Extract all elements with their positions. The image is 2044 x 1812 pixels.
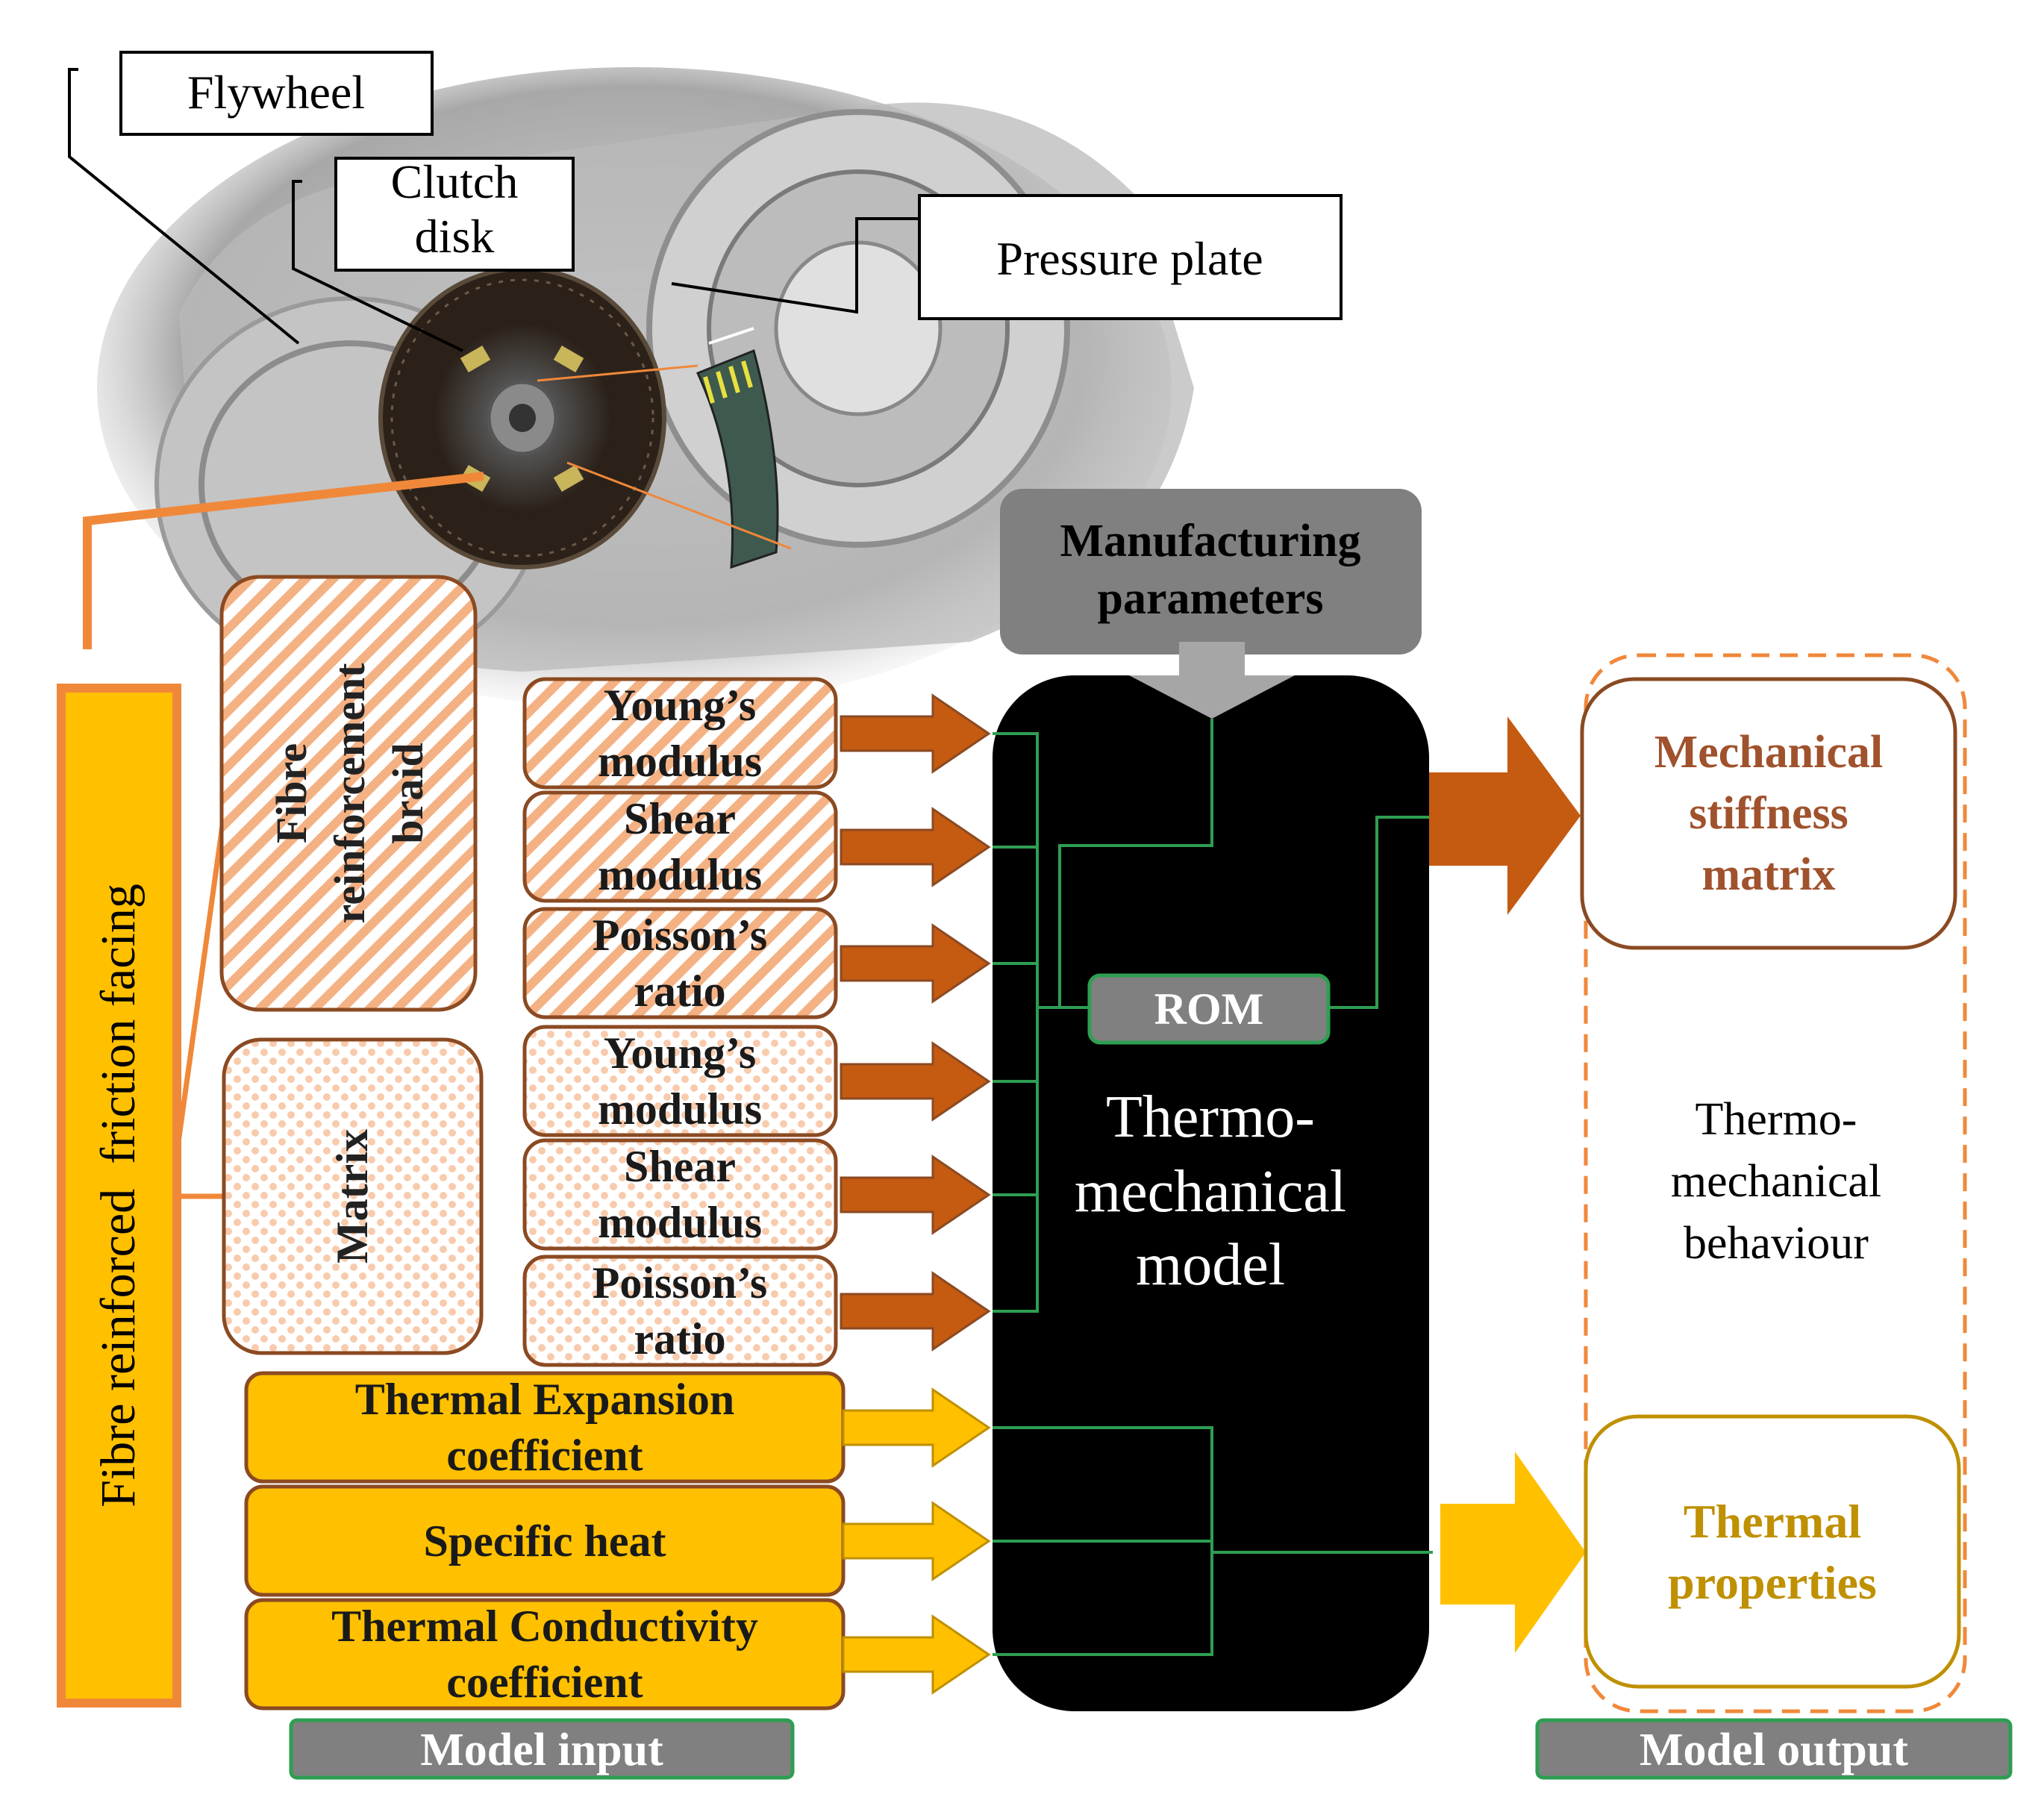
- model-title-line-1: Thermo-: [1106, 1084, 1315, 1150]
- thermal-conductivity-box: Thermal Conductivity coefficient: [244, 1598, 846, 1711]
- arrow-thermal-expansion: [842, 1387, 991, 1468]
- thermo-mechanical-model: Thermo- mechanical model: [993, 642, 1429, 1711]
- arrow-fibre-shear: [840, 807, 991, 887]
- thermal-properties-box: Thermal properties: [1584, 1414, 1961, 1689]
- model-input-label: Model input: [420, 1725, 663, 1775]
- fibre-youngs-modulus-box: Young’s modulus: [522, 677, 838, 790]
- model-output-label: Model output: [1640, 1725, 1908, 1775]
- behaviour-line-1: Thermo-: [1695, 1094, 1857, 1145]
- matrix-youngs-line-2: modulus: [598, 1084, 762, 1134]
- fibre-label-1: Fibre: [267, 743, 316, 843]
- thermal-expansion-line-2: coefficient: [446, 1431, 643, 1480]
- thermal-conductivity-line-1: Thermal Conductivity: [331, 1602, 758, 1651]
- behaviour-line-3: behaviour: [1684, 1218, 1869, 1269]
- model-input-label-box: Model input: [289, 1718, 795, 1780]
- clutch-disk-callout: Clutch disk: [292, 155, 575, 352]
- model-output-label-box: Model output: [1535, 1718, 2013, 1780]
- matrix-box: Matrix: [222, 1037, 484, 1355]
- connector-lines: [993, 719, 1433, 1656]
- model-title-line-2: mechanical: [1075, 1159, 1346, 1225]
- matrix-shear-line-2: modulus: [598, 1198, 762, 1247]
- manufacturing-line-2: parameters: [1098, 573, 1324, 624]
- flywheel-callout: Flywheel: [68, 51, 434, 345]
- matrix-youngs-line-1: Young’s: [604, 1028, 757, 1078]
- fibre-youngs-line-2: modulus: [598, 737, 762, 786]
- fibre-shear-modulus-box: Shear modulus: [522, 790, 838, 903]
- pressure-plate-label: Pressure plate: [996, 232, 1263, 285]
- thermal-conductivity-line-2: coefficient: [446, 1658, 643, 1707]
- arrow-matrix-poisson: [840, 1271, 991, 1352]
- arrow-matrix-youngs: [840, 1041, 991, 1122]
- thermal-output-arrow: [1440, 1452, 1586, 1653]
- pressure-plate-callout: Pressure plate: [671, 194, 1343, 320]
- facing-to-fibre-line: [174, 798, 229, 1154]
- arrow-specific-heat: [842, 1501, 991, 1581]
- clutch-disk-label-2: disk: [415, 210, 495, 263]
- manufacturing-arrow: [1129, 642, 1295, 719]
- matrix-shear-modulus-box: Shear modulus: [522, 1138, 838, 1251]
- friction-facing-segment: [696, 327, 779, 569]
- manufacturing-parameters-box: Manufacturing parameters: [1000, 489, 1422, 654]
- clutch-disk-label-1: Clutch: [391, 155, 519, 208]
- mechanical-line-1: Mechanical: [1654, 727, 1884, 778]
- fibre-poissons-ratio-box: Poisson’s ratio: [522, 907, 838, 1019]
- matrix-poisson-line-1: Poisson’s: [593, 1258, 768, 1308]
- flywheel-label: Flywheel: [187, 66, 365, 119]
- rom-box: ROM: [1087, 973, 1331, 1045]
- fibre-label-2: reinforcement: [325, 663, 374, 924]
- fibre-reinforced-friction-facing-label: Fibre reinforced friction facing: [91, 884, 146, 1508]
- fibre-youngs-line-1: Young’s: [604, 681, 757, 730]
- model-title-line-3: model: [1136, 1232, 1285, 1298]
- fibre-poisson-line-1: Poisson’s: [593, 910, 768, 960]
- thermal-expansion-line-1: Thermal Expansion: [355, 1375, 734, 1424]
- fibre-shear-line-1: Shear: [624, 794, 736, 843]
- mechanical-stiffness-matrix-box: Mechanical stiffness matrix: [1580, 677, 1957, 950]
- mechanical-line-2: stiffness: [1689, 788, 1848, 839]
- mechanical-input-arrows: [840, 693, 991, 1352]
- arrow-thermal-conductivity: [842, 1614, 991, 1695]
- specific-heat-label: Specific heat: [424, 1516, 666, 1566]
- matrix-youngs-modulus-box: Young’s modulus: [522, 1025, 838, 1137]
- fibre-reinforced-friction-facing-box: Fibre reinforced friction facing: [57, 684, 181, 1708]
- thermal-input-arrows: [842, 1387, 991, 1695]
- fibre-properties: Young’s modulus Shear modulus Poisson’s …: [522, 677, 838, 1019]
- fibre-label-3: braid: [384, 743, 432, 843]
- rom-label: ROM: [1154, 984, 1264, 1034]
- matrix-poissons-ratio-box: Poisson’s ratio: [522, 1255, 838, 1367]
- arrow-fibre-poisson: [840, 923, 991, 1004]
- thermal-inputs: Thermal Expansion coefficient Specific h…: [244, 1371, 846, 1711]
- mechanical-line-3: matrix: [1701, 849, 1835, 900]
- matrix-properties: Young’s modulus Shear modulus Poisson’s …: [522, 1025, 838, 1367]
- arrow-fibre-youngs: [840, 693, 991, 774]
- matrix-label: Matrix: [328, 1129, 377, 1263]
- facing-leader-line: [83, 472, 484, 649]
- fibre-poisson-line-2: ratio: [634, 966, 725, 1016]
- fibre-reinforcement-braid-box: Fibre reinforcement braid: [219, 575, 478, 1012]
- arrow-matrix-shear: [840, 1155, 991, 1235]
- fibre-shear-line-2: modulus: [598, 850, 762, 899]
- clutch-disk-graphic: [378, 266, 666, 569]
- matrix-poisson-line-2: ratio: [634, 1314, 725, 1363]
- specific-heat-box: Specific heat: [244, 1484, 846, 1597]
- mechanical-output-arrow: [1429, 716, 1581, 915]
- matrix-shear-line-1: Shear: [624, 1142, 736, 1191]
- thermal-properties-line-1: Thermal: [1684, 1495, 1861, 1548]
- model-output-region: Mechanical stiffness matrix Thermo- mech…: [1580, 653, 1967, 1713]
- thermal-properties-line-2: properties: [1668, 1556, 1877, 1609]
- thermal-expansion-box: Thermal Expansion coefficient: [244, 1371, 846, 1484]
- manufacturing-line-1: Manufacturing: [1060, 516, 1361, 566]
- behaviour-line-2: mechanical: [1671, 1156, 1881, 1207]
